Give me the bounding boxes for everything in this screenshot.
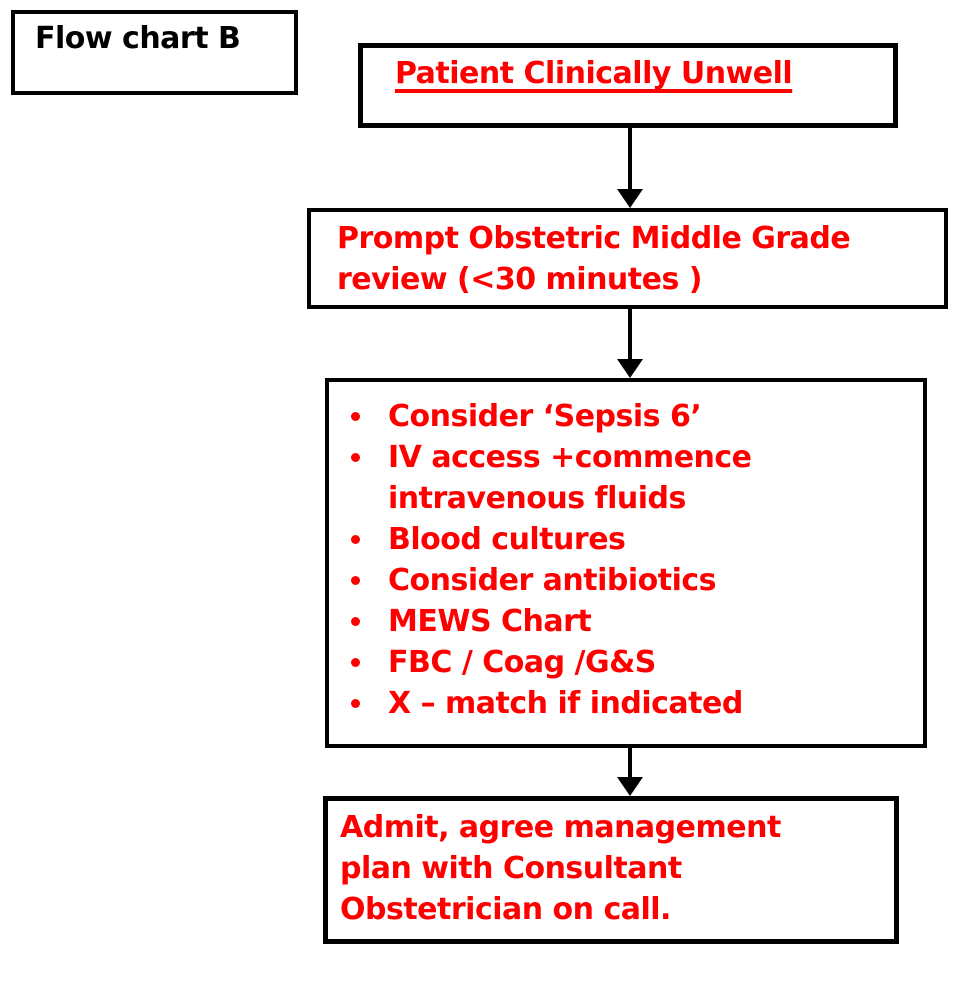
node-review-line-1: Prompt Obstetric Middle Grade xyxy=(337,221,851,256)
arrow-stem xyxy=(628,309,632,359)
arrow-stem xyxy=(628,748,632,777)
bullet-dot-icon xyxy=(351,699,360,708)
list-item: FBC / Coag /G&S xyxy=(329,642,908,683)
arrow-actions-to-admit xyxy=(617,748,643,796)
list-item: Consider ‘Sepsis 6’ xyxy=(329,396,908,437)
bullet-text: X – match if indicated xyxy=(388,686,743,721)
bullet-dot-icon xyxy=(351,453,360,462)
flowchart-label-box: Flow chart B xyxy=(11,10,298,95)
node-review-line-2: review (<30 minutes ) xyxy=(337,262,702,297)
bullet-text: Consider ‘Sepsis 6’ xyxy=(388,399,702,434)
node-patient-clinically-unwell: Patient Clinically Unwell xyxy=(358,43,898,128)
bullet-text: IV access +commence intravenous fluids xyxy=(388,440,752,516)
actions-bullet-list: Consider ‘Sepsis 6’ IV access +commence … xyxy=(329,396,923,724)
node-prompt-review: Prompt Obstetric Middle Grade review (<3… xyxy=(307,208,948,309)
node-sepsis-actions: Consider ‘Sepsis 6’ IV access +commence … xyxy=(325,378,927,748)
flowchart-label: Flow chart B xyxy=(35,21,241,56)
node-admit-line-1: Admit, agree management xyxy=(340,810,781,845)
bullet-text: MEWS Chart xyxy=(388,604,592,639)
bullet-text: Blood cultures xyxy=(388,522,626,557)
bullet-dot-icon xyxy=(351,658,360,667)
bullet-dot-icon xyxy=(351,617,360,626)
node-admit-line-2: plan with Consultant xyxy=(340,851,682,886)
arrow-head-icon xyxy=(617,359,643,378)
list-item: IV access +commence intravenous fluids xyxy=(329,437,908,519)
node-admit-management-plan: Admit, agree management plan with Consul… xyxy=(323,796,899,944)
bullet-dot-icon xyxy=(351,535,360,544)
list-item: Blood cultures xyxy=(329,519,908,560)
node-admit-line-3: Obstetrician on call. xyxy=(340,892,671,927)
bullet-dot-icon xyxy=(351,412,360,421)
bullet-text: FBC / Coag /G&S xyxy=(388,645,656,680)
arrow-start-to-review xyxy=(617,128,643,208)
arrow-stem xyxy=(628,128,632,189)
list-item: Consider antibiotics xyxy=(329,560,908,601)
bullet-text: Consider antibiotics xyxy=(388,563,717,598)
arrow-head-icon xyxy=(617,777,643,796)
list-item: X – match if indicated xyxy=(329,683,908,724)
arrow-head-icon xyxy=(617,189,643,208)
list-item: MEWS Chart xyxy=(329,601,908,642)
node-start-text: Patient Clinically Unwell xyxy=(395,56,793,91)
arrow-review-to-actions xyxy=(617,309,643,378)
bullet-dot-icon xyxy=(351,576,360,585)
